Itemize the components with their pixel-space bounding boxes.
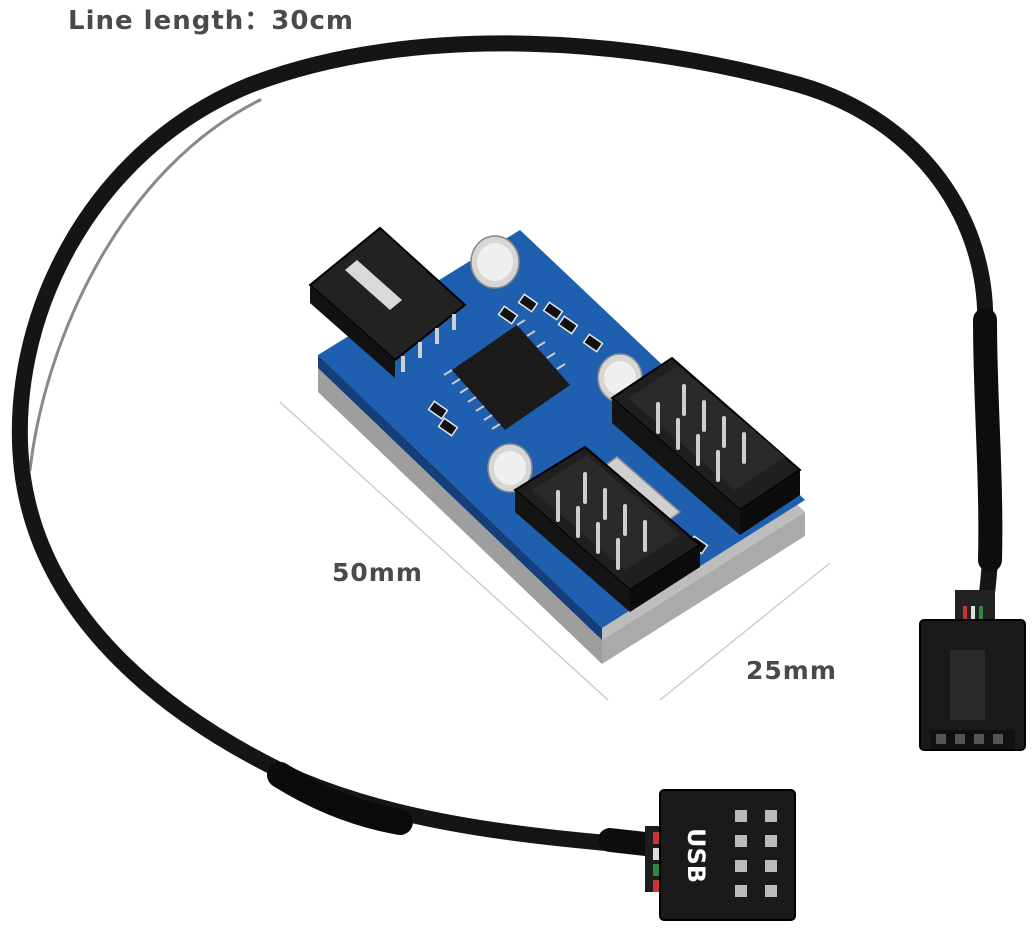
dimension-lines xyxy=(279,401,831,701)
board-length-label: 50mm xyxy=(332,558,423,587)
rear-usb-header xyxy=(610,356,802,535)
four-pin-header xyxy=(308,226,467,378)
usb-hub-board xyxy=(308,226,805,664)
black-cable xyxy=(11,35,1003,860)
usb-connector: USB xyxy=(645,789,796,921)
right-connector xyxy=(919,590,1026,751)
front-usb-header xyxy=(513,445,702,612)
usb-label: USB xyxy=(682,828,710,883)
cable-length-caption: Line length：30cm xyxy=(68,6,354,36)
board-width-label: 25mm xyxy=(746,656,837,685)
